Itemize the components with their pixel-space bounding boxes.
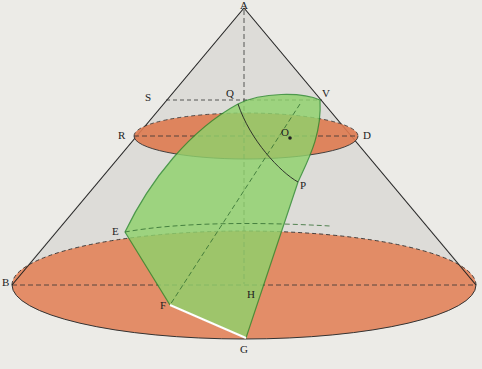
point-label: F bbox=[160, 300, 166, 311]
point-label: B bbox=[2, 277, 9, 288]
point-label: V bbox=[322, 88, 330, 99]
section-dashed-arc bbox=[125, 224, 330, 232]
point-label: P bbox=[300, 180, 306, 191]
base-chord bbox=[170, 305, 246, 338]
point-label: D bbox=[363, 130, 371, 141]
front-arc bbox=[238, 104, 298, 182]
point-label: O bbox=[281, 127, 289, 138]
parabolic-section bbox=[125, 94, 320, 338]
point-label: E bbox=[112, 226, 119, 237]
point-label: R bbox=[118, 130, 125, 141]
point-label: Q bbox=[226, 88, 234, 99]
point-label: S bbox=[145, 92, 151, 103]
point-label: A bbox=[240, 0, 248, 11]
parabola-axis bbox=[170, 104, 300, 305]
point-label: H bbox=[247, 289, 255, 300]
point-label: G bbox=[240, 344, 248, 355]
